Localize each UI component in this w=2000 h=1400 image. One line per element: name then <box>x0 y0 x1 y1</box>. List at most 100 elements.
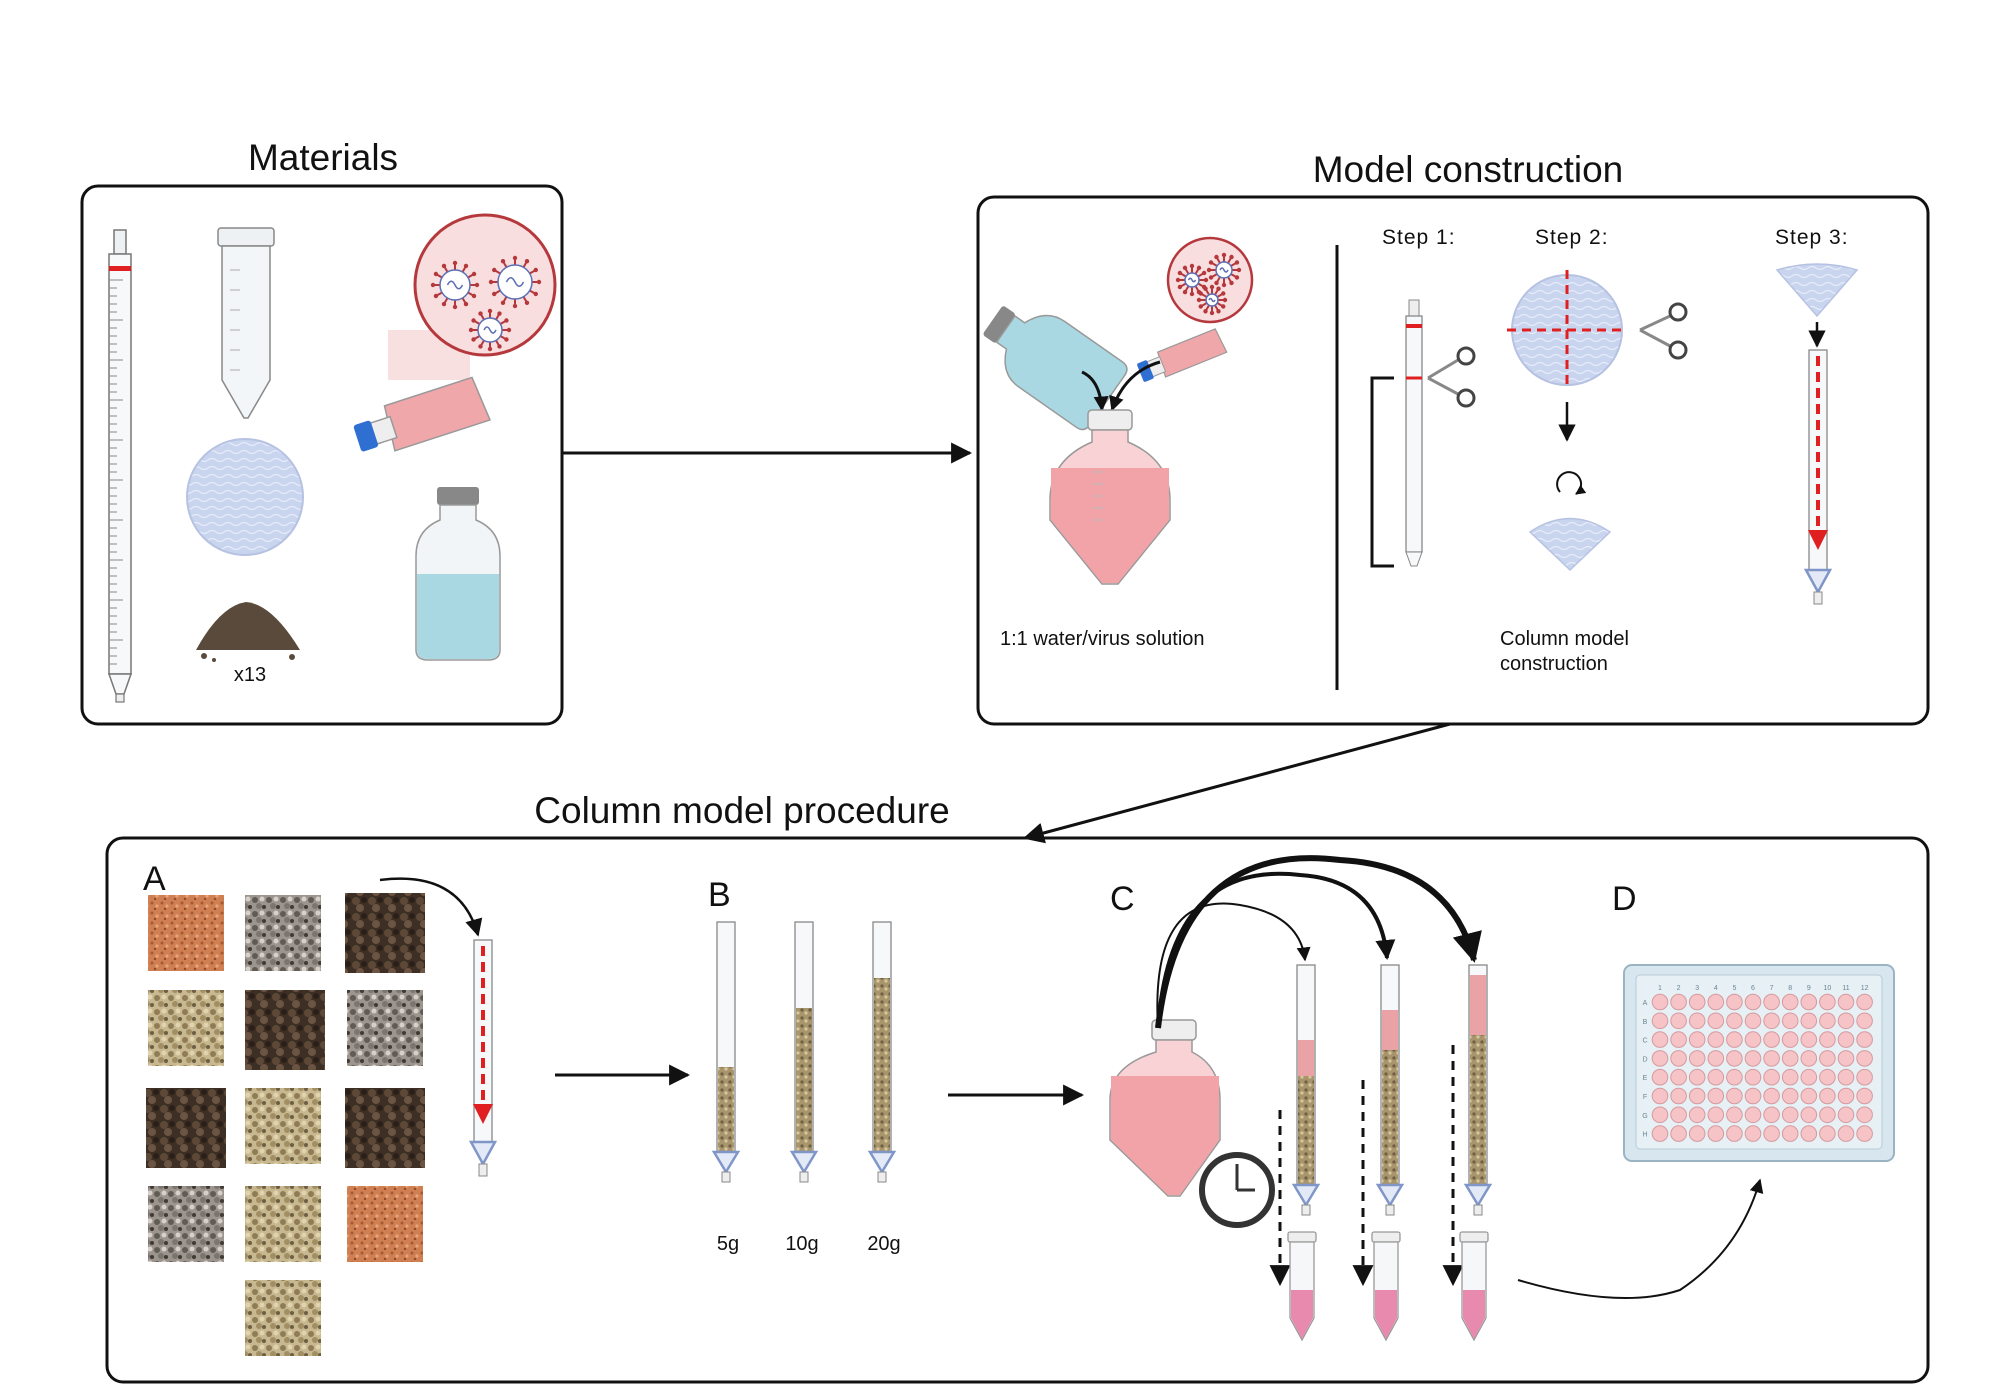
plate-well <box>1688 1031 1706 1048</box>
plate-well <box>1707 1125 1725 1142</box>
step-3-label: Step 3: <box>1775 226 1849 249</box>
plate-well <box>1837 1031 1855 1048</box>
plate-well <box>1837 1012 1855 1030</box>
plate-well <box>1819 993 1836 1011</box>
plate-well <box>1707 1087 1725 1105</box>
virus-particle-icon <box>1196 284 1228 316</box>
plate-well <box>1651 1068 1669 1086</box>
plate-well <box>1800 993 1818 1011</box>
plate-well <box>1744 1106 1762 1124</box>
plate-well <box>1856 993 1873 1011</box>
plate-well <box>1707 1068 1725 1086</box>
plate-well <box>1726 1050 1743 1067</box>
solution-bottle-icon <box>1049 409 1171 585</box>
plate-row-label: F <box>1643 1094 1647 1101</box>
arrow-soil-to-column <box>379 877 483 937</box>
soil-sample <box>245 990 325 1070</box>
mass-label-5g: 5g <box>717 1233 739 1255</box>
soil-sample <box>148 990 224 1066</box>
column-label-line2: construction <box>1500 653 1608 675</box>
plate-well <box>1800 1106 1818 1124</box>
plate-row-label: D <box>1642 1056 1647 1063</box>
plate-well <box>1763 1031 1780 1048</box>
plate-well <box>1856 1012 1873 1030</box>
dispense-arrow-3 <box>1155 855 1482 1029</box>
plate-well <box>1744 1031 1762 1048</box>
scissors-icon <box>1427 346 1476 408</box>
section-letter-d: D <box>1612 880 1637 918</box>
soil-sample <box>148 895 224 971</box>
plate-row-label: C <box>1642 1038 1647 1045</box>
plate-well <box>1819 1125 1836 1142</box>
plate-well <box>1856 1031 1873 1048</box>
mass-label-20g: 20g <box>867 1233 900 1255</box>
plate-well <box>1800 1031 1818 1048</box>
pour-arrow-virus <box>1109 360 1161 412</box>
construction-frame <box>976 195 1930 726</box>
plate-well <box>1670 1012 1687 1030</box>
plate-well <box>1670 1125 1687 1142</box>
step-1-pipette-icon <box>1405 299 1423 567</box>
filled-column-20g-icon <box>1463 964 1493 1216</box>
plate-well <box>1707 1012 1725 1030</box>
plate-well <box>1744 1068 1762 1086</box>
plate-row-label: E <box>1643 1075 1648 1082</box>
plate-well <box>1670 1050 1687 1067</box>
procedure-solution-bottle-icon <box>1109 1019 1221 1197</box>
arrow-c-to-d <box>1517 1178 1764 1299</box>
soil-sample <box>148 1186 224 1262</box>
soil-sample <box>347 990 423 1066</box>
virus-particle-icon <box>468 308 512 352</box>
plate-row-label: A <box>1643 1000 1648 1007</box>
soil-sample <box>345 893 425 973</box>
plate-well <box>1819 1031 1836 1048</box>
plate-well <box>1819 1106 1836 1124</box>
collection-tube-icon <box>1371 1231 1401 1342</box>
soil-sample <box>146 1088 226 1168</box>
plate-well <box>1670 1087 1687 1105</box>
plate-well <box>1744 1087 1762 1105</box>
soil-count-label: x13 <box>234 664 266 686</box>
column-5g-icon <box>711 921 741 1183</box>
plate-column-label: 6 <box>1751 985 1755 992</box>
conical-tube-icon <box>217 227 275 419</box>
column-label-line1: Column model <box>1500 628 1629 650</box>
plate-well <box>1763 1106 1780 1124</box>
soil-sample <box>245 1088 321 1164</box>
plate-well <box>1763 993 1780 1011</box>
plate-well <box>1856 1125 1873 1142</box>
plate-row-label: G <box>1642 1113 1647 1120</box>
plate-well <box>1763 1125 1780 1142</box>
section-letter-b: B <box>708 876 731 914</box>
soil-sample <box>347 1186 423 1262</box>
plate-well <box>1726 1087 1743 1105</box>
plate-well <box>1670 1031 1687 1048</box>
plate-well <box>1781 1087 1799 1105</box>
soil-pile-icon <box>196 602 300 662</box>
plate-well <box>1688 1125 1706 1142</box>
plate-well <box>1856 1050 1873 1067</box>
plate-well <box>1837 1050 1855 1067</box>
soil-sample <box>245 895 321 971</box>
plate-well <box>1837 993 1855 1011</box>
plate-well <box>1744 1125 1762 1142</box>
soil-sample <box>245 1186 321 1262</box>
arrow-construction-to-procedure <box>1022 722 1451 844</box>
plate-column-label: 5 <box>1732 985 1736 992</box>
plate-column-label: 1 <box>1658 985 1662 992</box>
construction-panel: Model construction <box>976 149 1930 726</box>
mass-label-10g: 10g <box>785 1233 818 1255</box>
scissors-icon <box>1639 302 1688 360</box>
plate-well <box>1819 1012 1836 1030</box>
plate-well <box>1726 1106 1743 1124</box>
plate-well <box>1800 1125 1818 1142</box>
soil-sample-grid <box>146 893 425 1356</box>
plate-well <box>1837 1125 1855 1142</box>
plate-well <box>1651 1087 1669 1105</box>
step-3-filter-cone-icon <box>1775 263 1859 318</box>
plate-well <box>1856 1068 1873 1086</box>
section-letter-c: C <box>1110 880 1135 918</box>
plate-well <box>1726 993 1743 1011</box>
plate-well <box>1800 1012 1818 1030</box>
construction-title: Model construction <box>1313 149 1624 190</box>
